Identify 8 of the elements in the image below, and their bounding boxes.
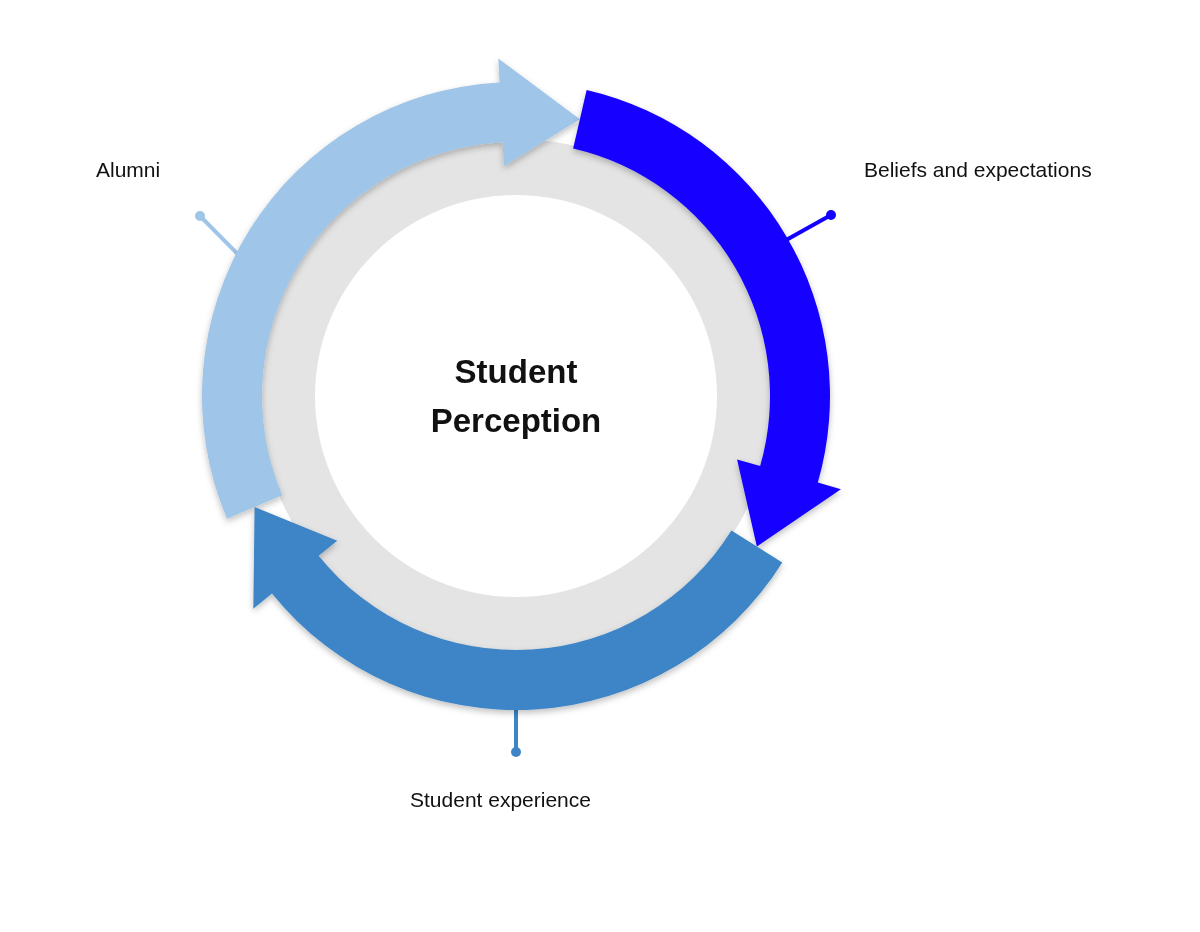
label-text: Student experience [410,788,591,812]
center-title: Student Perception [429,351,603,441]
leader-line [195,211,240,256]
leader-line [785,210,836,242]
label-text: Alumni [96,158,161,182]
label-text: Beliefs and expectations [864,158,1092,182]
cycle-segment [253,506,783,710]
leader-line [511,708,521,757]
